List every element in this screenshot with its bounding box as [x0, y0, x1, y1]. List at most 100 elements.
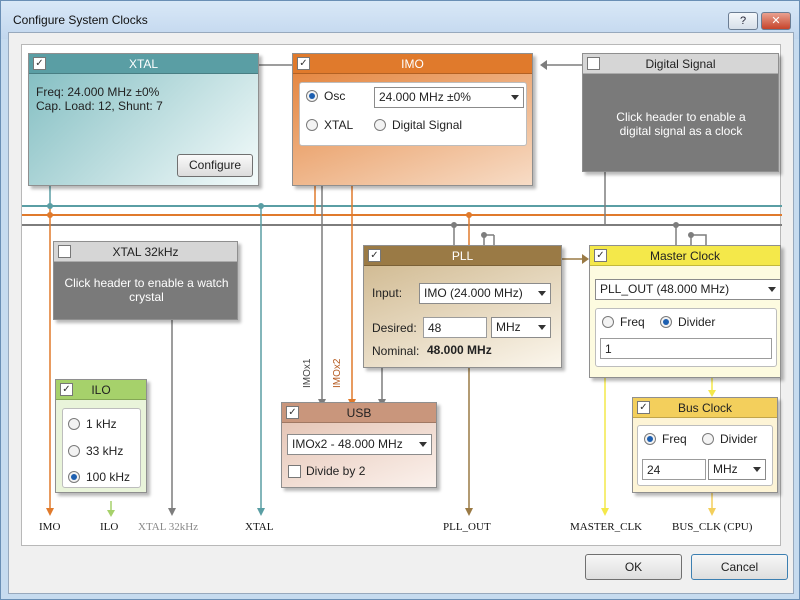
clock-wires — [22, 60, 782, 517]
ilo-100khz-radio[interactable] — [68, 471, 80, 483]
imo-digital-radio[interactable] — [374, 119, 386, 131]
xtal32k-panel[interactable]: XTAL 32kHz Click header to enable a watc… — [53, 241, 238, 320]
master-junction-2 — [688, 232, 694, 238]
xtal-enable-checkbox[interactable]: ✓ — [33, 57, 46, 70]
pll-enable-checkbox[interactable]: ✓ — [368, 249, 381, 262]
usb-panel: ✓ USB IMOx2 - 48.000 MHz Divide by 2 — [281, 402, 437, 488]
master-freq-radio[interactable] — [602, 316, 614, 328]
ilo-33khz-radio[interactable] — [68, 445, 80, 457]
master-clock-divider-box: Freq Divider 1 — [595, 308, 777, 367]
ilo-enable-checkbox[interactable]: ✓ — [60, 383, 73, 396]
clock-diagram-canvas: ✓ XTAL Freq: 24.000 MHz ±0% Cap. Load: 1… — [21, 44, 782, 546]
master-divider-radio[interactable] — [660, 316, 672, 328]
ilo-options-box: 1 kHz 33 kHz 100 kHz — [62, 408, 141, 488]
bus-unit-select[interactable]: MHz — [708, 459, 766, 480]
xtal-header[interactable]: ✓ XTAL — [29, 54, 258, 74]
ilo-header[interactable]: ✓ ILO — [56, 380, 146, 400]
imo-frequency-select[interactable]: 24.000 MHz ±0% — [374, 87, 524, 108]
usb-source-select[interactable]: IMOx2 - 48.000 MHz — [287, 434, 432, 455]
bus-freq-input[interactable]: 24 — [642, 459, 706, 480]
xtal32k-checkbox[interactable] — [58, 245, 71, 258]
imo-header[interactable]: ✓ IMO — [293, 54, 532, 74]
master-clock-source-select[interactable]: PLL_OUT (48.000 MHz) — [595, 279, 781, 300]
cancel-button[interactable]: Cancel — [691, 554, 788, 580]
pll-out-arrow — [465, 508, 473, 516]
ok-button[interactable]: OK — [585, 554, 682, 580]
pll-header-label: PLL — [451, 249, 474, 263]
master-freq-label: Freq — [620, 315, 645, 329]
pll-header[interactable]: ✓ PLL — [364, 246, 561, 266]
usb-enable-checkbox[interactable]: ✓ — [286, 406, 299, 419]
output-xtal32k-label: XTAL 32kHz — [138, 521, 199, 533]
master-clock-source-value: PLL_OUT (48.000 MHz) — [600, 282, 730, 296]
bus-out-arrow — [708, 508, 716, 516]
xtal32k-header[interactable]: XTAL 32kHz — [54, 242, 237, 262]
master-clock-checkbox[interactable]: ✓ — [594, 249, 607, 262]
xtal-load-text: Cap. Load: 12, Shunt: 7 — [36, 99, 163, 113]
master-divider-input[interactable]: 1 — [600, 338, 772, 359]
imo-options-box: Osc 24.000 MHz ±0% XTAL Digital Signal — [299, 82, 527, 146]
xtal32k-message: Click header to enable a watch crystal — [64, 276, 229, 304]
usb-divide-label: Divide by 2 — [306, 464, 366, 478]
pll-gray-junction — [451, 222, 457, 228]
digital-signal-checkbox[interactable] — [587, 57, 600, 70]
bus-unit-value: MHz — [713, 462, 738, 476]
xtal-junction — [47, 203, 53, 209]
imo-header-label: IMO — [401, 57, 424, 71]
imo-enable-checkbox[interactable]: ✓ — [297, 57, 310, 70]
pll-nominal-label: Nominal: — [372, 344, 420, 358]
bus-divider-label: Divider — [720, 432, 758, 446]
output-pll-out-label: PLL_OUT — [443, 521, 491, 533]
xtal-bus-junction — [258, 203, 264, 209]
bus-clock-checkbox[interactable]: ✓ — [637, 401, 650, 414]
master-junction-1 — [673, 222, 679, 228]
digital-to-imo-arrow — [540, 60, 547, 70]
xtal32k-header-label: XTAL 32kHz — [112, 245, 179, 259]
imo-panel: ✓ IMO Osc 24.000 MHz ±0% XTAL Digital Si… — [292, 53, 533, 186]
usb-header-label: USB — [346, 406, 372, 420]
imo-junction — [47, 212, 53, 218]
pll-input-select[interactable]: IMO (24.000 MHz) — [419, 283, 551, 304]
imo-output-arrow — [46, 508, 54, 516]
bus-clock-options-box: Freq Divider 24 MHz — [637, 425, 773, 486]
xtal-header-label: XTAL — [128, 57, 159, 71]
close-button[interactable]: ✕ — [761, 12, 791, 30]
usb-divide-checkbox[interactable] — [288, 465, 301, 478]
pll-input-value: IMO (24.000 MHz) — [424, 286, 523, 300]
ilo-output-arrow — [107, 510, 115, 517]
pll-unit-select[interactable]: MHz — [491, 317, 551, 338]
ilo-33khz-label: 33 kHz — [86, 444, 124, 458]
ilo-header-label: ILO — [91, 383, 111, 397]
pll-to-master-arrow — [582, 254, 589, 264]
window-title: Configure System Clocks — [13, 13, 148, 27]
imox1-wire-label: IMOx1 — [302, 358, 313, 388]
output-master-clk-label: MASTER_CLK — [570, 521, 643, 533]
help-button[interactable]: ? — [728, 12, 758, 30]
ilo-1khz-radio[interactable] — [68, 418, 80, 430]
pll-orange-junction — [466, 212, 472, 218]
digital-signal-header[interactable]: Digital Signal — [583, 54, 778, 74]
bus-freq-label: Freq — [662, 432, 687, 446]
output-bus-clk-label: BUS_CLK (CPU) — [672, 521, 753, 533]
imox2-wire-label: IMOx2 — [332, 358, 343, 388]
bus-clock-header[interactable]: ✓ Bus Clock — [633, 398, 777, 418]
pll-desired-input[interactable]: 48 — [423, 317, 487, 338]
xtal-configure-button[interactable]: Configure — [177, 154, 253, 177]
chevron-down-icon — [419, 442, 427, 447]
master-clock-header-label: Master Clock — [649, 249, 720, 263]
bus-freq-radio[interactable] — [644, 433, 656, 445]
digital-signal-header-label: Digital Signal — [645, 57, 716, 71]
bus-divider-radio[interactable] — [702, 433, 714, 445]
imo-xtal-radio[interactable] — [306, 119, 318, 131]
digital-signal-panel[interactable]: Digital Signal Click header to enable a … — [582, 53, 779, 172]
output-imo-label: IMO — [39, 521, 61, 533]
output-ilo-label: ILO — [100, 521, 119, 533]
xtal32k-output-arrow — [168, 508, 176, 516]
imo-osc-radio[interactable] — [306, 90, 318, 102]
digital-signal-message: Click header to enable a digital signal … — [616, 110, 746, 138]
ilo-1khz-label: 1 kHz — [86, 417, 117, 431]
xtal-freq-text: Freq: 24.000 MHz ±0% — [36, 85, 160, 99]
usb-header[interactable]: ✓ USB — [282, 403, 436, 423]
master-clock-header[interactable]: ✓ Master Clock — [590, 246, 780, 266]
ilo-panel: ✓ ILO 1 kHz 33 kHz 100 kHz — [55, 379, 147, 493]
